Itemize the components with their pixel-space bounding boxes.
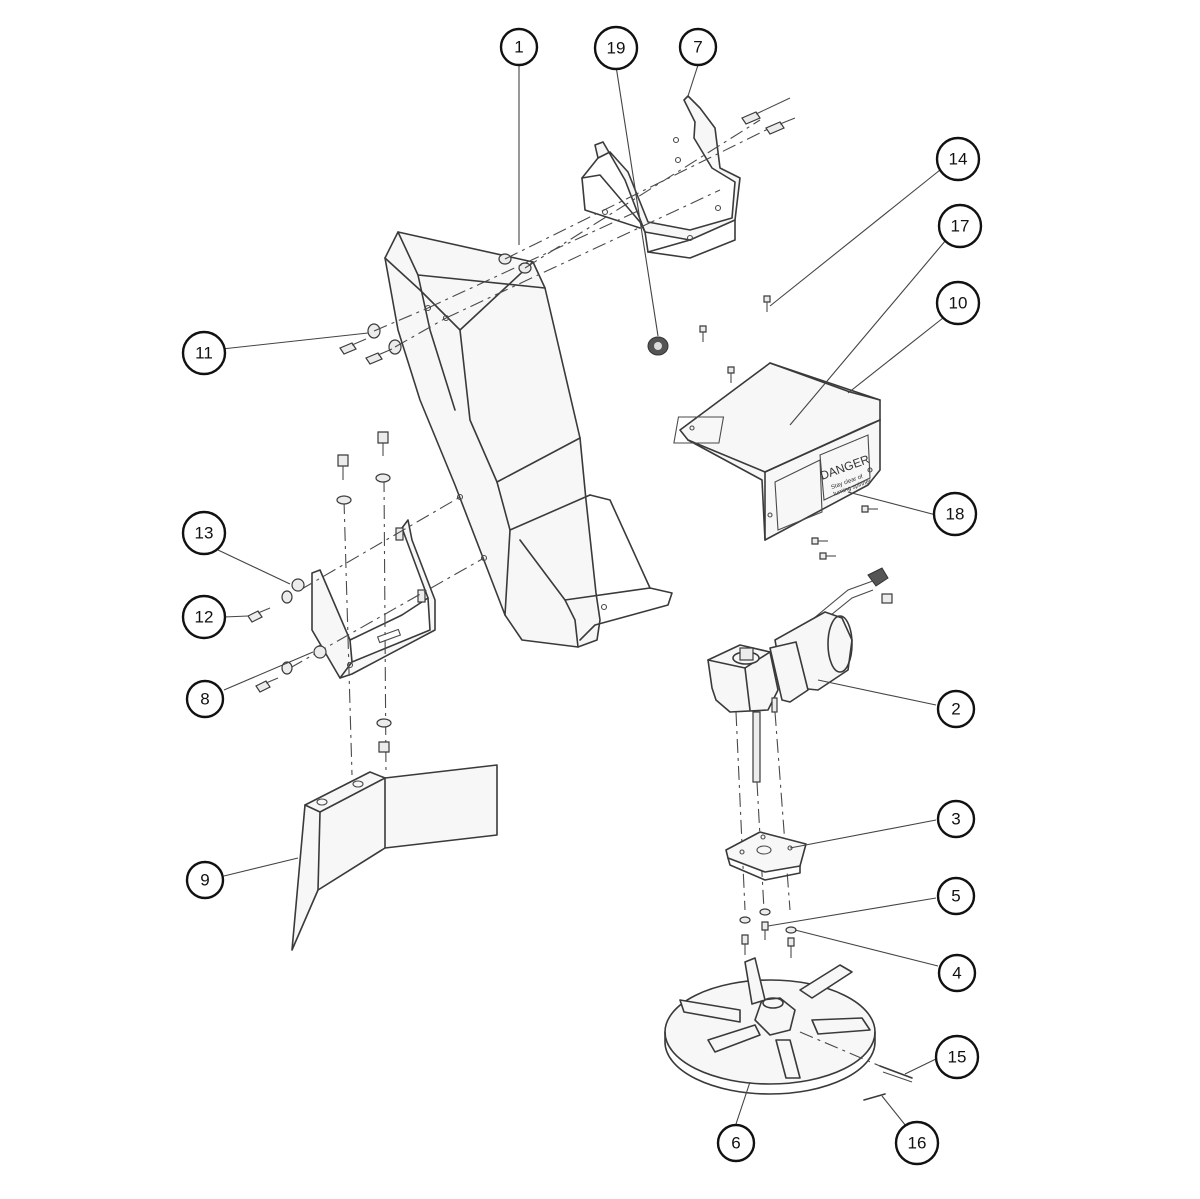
callout-9: 9: [185, 860, 225, 900]
assembly-line: [445, 189, 721, 319]
chute: [384, 231, 673, 648]
assembly-line: [524, 119, 761, 269]
assembly-line: [383, 477, 387, 776]
callout-label-12: 12: [195, 608, 214, 627]
assembly-line: [427, 209, 641, 309]
assembly-line: [343, 499, 353, 776]
callout-2: 2: [936, 689, 976, 729]
callout-15: 15: [934, 1034, 980, 1080]
bracket-bolts: [741, 97, 796, 135]
callout-label-1: 1: [514, 38, 523, 57]
callout-19: 19: [593, 25, 639, 71]
callout-10: 10: [935, 280, 981, 326]
callout-16: 16: [894, 1120, 940, 1166]
callout-8: 8: [185, 679, 225, 719]
callout-6: 6: [716, 1123, 756, 1163]
deflector-9: [291, 764, 498, 951]
cover-screws: [699, 295, 771, 383]
lower-cover-screws: [811, 505, 878, 560]
upper-mount-bracket: [581, 95, 741, 259]
pin-hardware: [799, 1031, 913, 1101]
callout-7: 7: [678, 27, 718, 67]
callout-label-9: 9: [200, 871, 209, 890]
callout-label-11: 11: [195, 344, 213, 363]
hardware-4-5: [739, 908, 797, 958]
callout-label-13: 13: [195, 524, 214, 543]
callout-18: 18: [932, 491, 978, 537]
callout-label-18: 18: [946, 505, 965, 524]
callout-label-8: 8: [200, 690, 209, 709]
callout-3: 3: [936, 799, 976, 839]
callout-label-14: 14: [949, 150, 968, 169]
callout-1: 1: [499, 27, 539, 67]
callout-label-3: 3: [951, 810, 960, 829]
callout-11: 11: [181, 330, 227, 376]
spinner-disc: [664, 957, 876, 1095]
callout-5: 5: [936, 876, 976, 916]
callout-17: 17: [937, 203, 983, 249]
leader-lines: [217, 64, 947, 1127]
spacer-nut-19: [647, 336, 669, 356]
bolts-washers-11: [339, 307, 447, 365]
callout-label-6: 6: [731, 1134, 740, 1153]
callout-13: 13: [181, 510, 227, 556]
motor-gearbox: [707, 567, 893, 911]
callout-14: 14: [935, 136, 981, 182]
assembly-line: [299, 496, 461, 591]
callout-label-19: 19: [607, 39, 626, 58]
bracket-hardware: [247, 431, 392, 753]
assembly-line: [504, 127, 771, 260]
callout-label-4: 4: [952, 964, 961, 983]
callout-label-2: 2: [951, 700, 960, 719]
callout-label-15: 15: [948, 1048, 967, 1067]
spinner-cover: DANGER Stay clear of turning spinner: [673, 362, 881, 541]
side-bracket-8: [311, 519, 436, 679]
mount-plate-3: [725, 831, 807, 881]
callout-label-5: 5: [951, 887, 960, 906]
callout-label-16: 16: [908, 1134, 927, 1153]
callout-label-10: 10: [949, 294, 968, 313]
callout-12: 12: [181, 594, 227, 640]
callout-label-17: 17: [951, 217, 970, 236]
callout-label-7: 7: [693, 38, 702, 57]
callout-4: 4: [937, 953, 977, 993]
